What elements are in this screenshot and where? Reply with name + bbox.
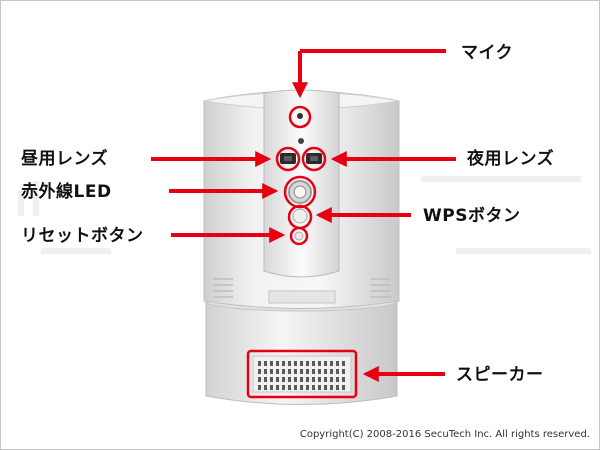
speaker-slot (264, 377, 267, 382)
speaker-slot (282, 385, 285, 390)
speaker-slot (288, 369, 291, 374)
reset-button (294, 231, 304, 241)
speaker-slot (318, 377, 321, 382)
speaker-slot (312, 385, 315, 390)
speaker-slot (288, 385, 291, 390)
wps-button (292, 208, 308, 224)
speaker-slot (324, 385, 327, 390)
speaker-slot (288, 361, 291, 366)
speaker-slot (312, 361, 315, 366)
speaker-slot (300, 377, 303, 382)
mic-label: マイク (461, 43, 514, 63)
speaker-slot (306, 377, 309, 382)
speaker-slot (276, 385, 279, 390)
speaker-slot (270, 369, 273, 374)
speaker-slot (270, 385, 273, 390)
speaker-slot (294, 385, 297, 390)
speaker-slot (276, 369, 279, 374)
speaker-slot (270, 377, 273, 382)
speaker-grille (252, 355, 352, 393)
speaker-slot (324, 361, 327, 366)
speaker-slot (294, 369, 297, 374)
speaker-slot (336, 369, 339, 374)
ir-led-label: 赤外線LED (21, 182, 112, 202)
speaker-slot (306, 385, 309, 390)
day-lens-label: 昼用レンズ (21, 149, 109, 169)
callout-arrows (151, 49, 456, 382)
speaker-slot (318, 385, 321, 390)
speaker-slot (282, 377, 285, 382)
speaker-slot (282, 369, 285, 374)
speaker-slot (300, 385, 303, 390)
watermark (18, 176, 591, 254)
speaker-slot (342, 369, 345, 374)
speaker-slot (330, 369, 333, 374)
speaker-slot (264, 361, 267, 366)
speaker-slots (258, 361, 345, 390)
ir-led (288, 180, 312, 204)
speaker-slot (294, 361, 297, 366)
speaker-slot (258, 377, 261, 382)
speaker-slot (318, 369, 321, 374)
speaker-slot (306, 369, 309, 374)
speaker-slot (258, 385, 261, 390)
speaker-slot (336, 385, 339, 390)
speaker-slot (318, 361, 321, 366)
speaker-slot (276, 377, 279, 382)
speaker-slot (276, 361, 279, 366)
copyright-notice: Copyright(C) 2008-2016 SecuTech Inc. All… (299, 429, 590, 440)
speaker-slot (336, 361, 339, 366)
speaker-slot (330, 361, 333, 366)
night-lens (306, 153, 322, 164)
speaker-slot (294, 377, 297, 382)
speaker-slot (300, 361, 303, 366)
speaker-slot (342, 361, 345, 366)
speaker-slot (312, 377, 315, 382)
speaker-slot (324, 369, 327, 374)
speaker-slot (282, 361, 285, 366)
speaker-slot (306, 361, 309, 366)
night-lens-label: 夜用レンズ (467, 149, 555, 169)
speaker-slot (288, 377, 291, 382)
speaker-slot (336, 377, 339, 382)
speaker-slot (264, 385, 267, 390)
day-lens (280, 153, 296, 164)
speaker-slot (258, 369, 261, 374)
speaker-slot (270, 361, 273, 366)
speaker-slot (330, 377, 333, 382)
callout-circles (246, 105, 358, 399)
mic-hole (297, 113, 303, 119)
speaker-slot (312, 369, 315, 374)
speaker-label: スピーカー (456, 365, 544, 385)
reset-button-label: リセットボタン (21, 226, 144, 246)
wps-button-label: WPSボタン (423, 206, 521, 226)
speaker-slot (342, 377, 345, 382)
speaker-slot (342, 385, 345, 390)
light-sensor (298, 138, 304, 144)
speaker-slot (324, 377, 327, 382)
speaker-slot (258, 361, 261, 366)
speaker-slot (330, 385, 333, 390)
speaker-slot (264, 369, 267, 374)
speaker-slot (300, 369, 303, 374)
